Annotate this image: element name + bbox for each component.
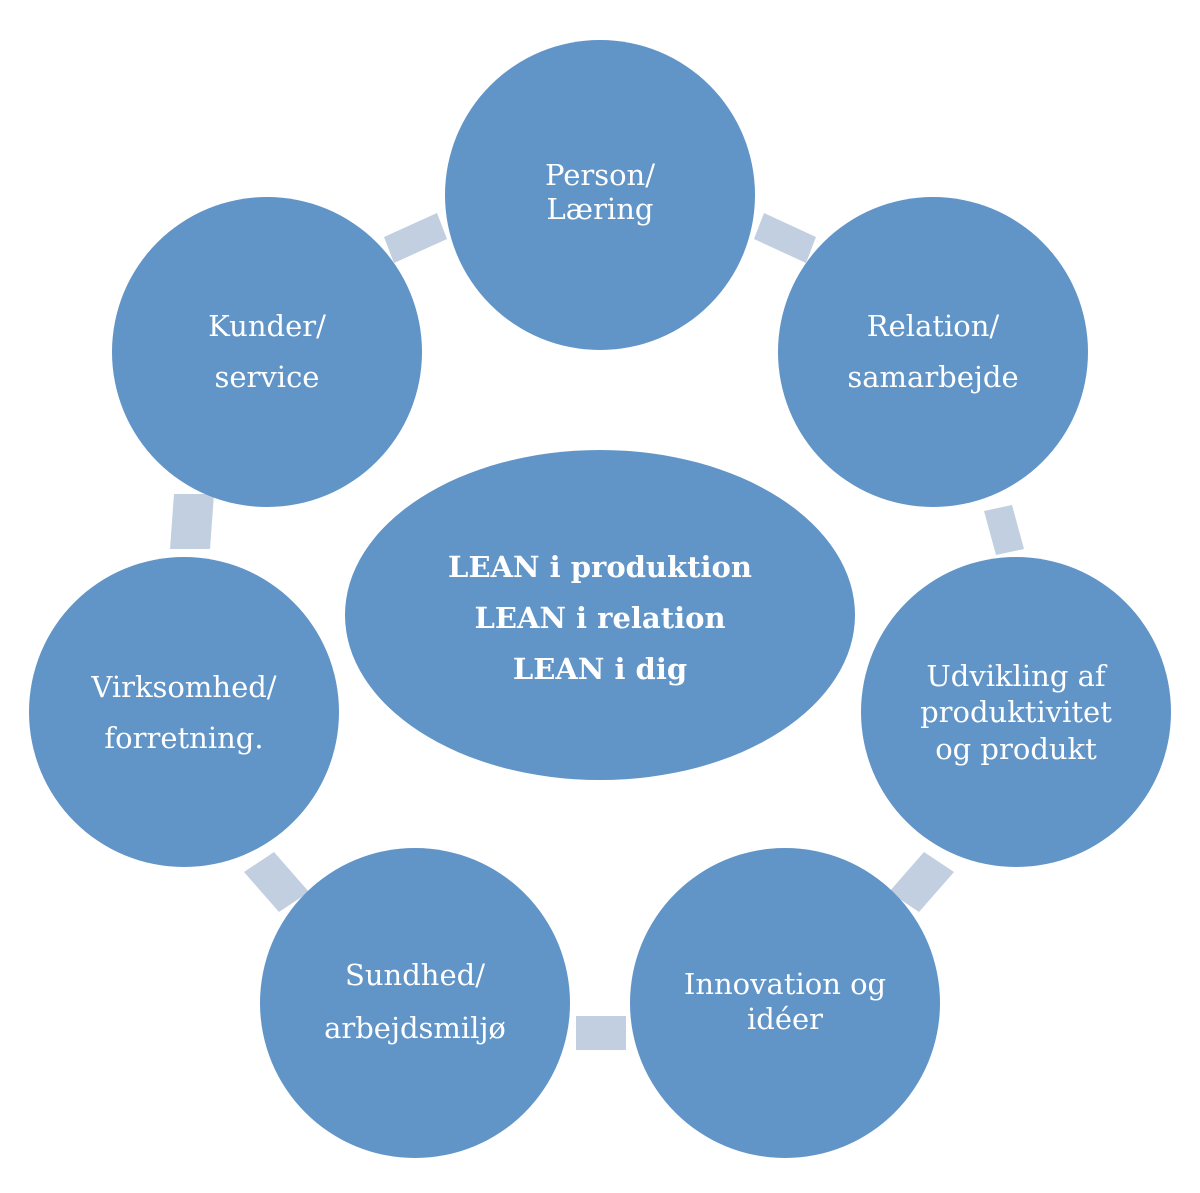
node-person: Person/ Læring — [445, 40, 755, 350]
node-sundhed: Sundhed/ arbejdsmiljø — [260, 848, 570, 1158]
node-innovation-circle — [630, 848, 940, 1158]
node-person-line-2: Læring — [547, 192, 654, 226]
center-line-3: LEAN i dig — [513, 652, 687, 686]
node-sundhed-line-1: Sundhed/ — [345, 958, 485, 992]
node-innovation: Innovation og idéer — [630, 848, 940, 1158]
connector-person-relation — [754, 213, 816, 263]
node-virksomhed: Virksomhed/ forretning. — [29, 557, 339, 867]
node-virksomhed-line-2: forretning. — [104, 721, 263, 755]
node-relation: Relation/ samarbejde — [778, 197, 1088, 507]
center-line-1: LEAN i produktion — [448, 550, 752, 584]
connector-virksomhed-kunder — [170, 494, 214, 549]
node-sundhed-circle — [260, 848, 570, 1158]
node-kunder-line-1: Kunder/ — [208, 309, 326, 343]
connector-kunder-person — [384, 213, 447, 263]
node-virksomhed-line-1: Virksomhed/ — [90, 670, 276, 704]
node-innovation-line-2: idéer — [747, 1002, 823, 1036]
node-person-line-1: Person/ — [545, 158, 655, 192]
node-person-circle — [445, 40, 755, 350]
node-kunder-circle — [112, 197, 422, 507]
node-kunder-line-2: service — [215, 360, 320, 394]
node-kunder: Kunder/ service — [112, 197, 422, 507]
node-udvikling-circle — [861, 557, 1171, 867]
connectors — [170, 213, 1024, 1050]
connector-udvikling-innovation — [889, 852, 954, 912]
node-udvikling-line-2: produktivitet — [920, 695, 1112, 729]
node-sundhed-line-2: arbejdsmiljø — [324, 1011, 506, 1045]
center-line-2: LEAN i relation — [474, 601, 725, 635]
node-relation-line-2: samarbejde — [847, 360, 1018, 394]
center-node: LEAN i produktion LEAN i relation LEAN i… — [345, 450, 855, 780]
node-udvikling-line-3: og produkt — [935, 732, 1097, 766]
connector-sundhed-virksomhed — [244, 852, 309, 912]
center-ellipse — [345, 450, 855, 780]
connector-relation-udvikling — [984, 505, 1024, 555]
node-udvikling: Udvikling af produktivitet og produkt — [861, 557, 1171, 867]
connector-innovation-sundhed — [576, 1016, 626, 1050]
node-virksomhed-circle — [29, 557, 339, 867]
node-innovation-line-1: Innovation og — [684, 967, 886, 1001]
node-relation-circle — [778, 197, 1088, 507]
node-udvikling-line-1: Udvikling af — [926, 659, 1108, 693]
node-relation-line-1: Relation/ — [867, 309, 1000, 343]
